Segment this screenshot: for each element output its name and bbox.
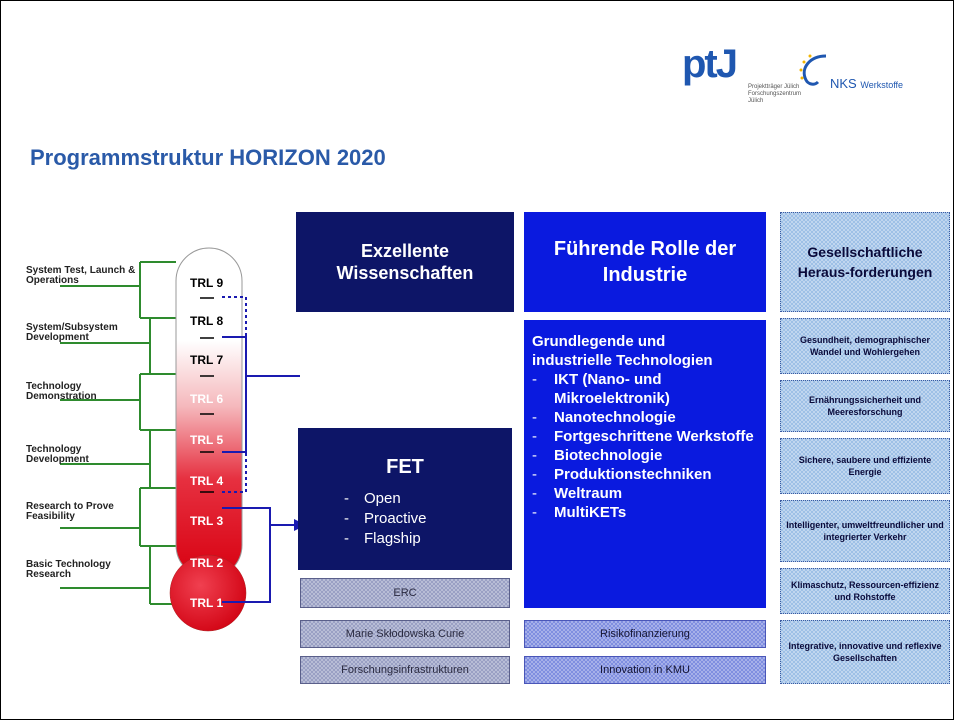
list-item: -IKT (Nano- und Mikroelektronik) — [532, 371, 670, 407]
trl-5-label: TRL 5 — [190, 433, 224, 447]
erc-box: ERC — [300, 578, 510, 608]
risk-finance-box: Risikofinanzierung — [524, 620, 766, 648]
page-title: Programmstruktur HORIZON 2020 — [30, 145, 386, 170]
trl-8-label: TRL 8 — [190, 314, 224, 328]
industry-technologies-box: Grundlegende und industrielle Technologi… — [524, 320, 766, 608]
trl-7-label: TRL 7 — [190, 353, 224, 367]
list-item: -Weltraum — [532, 485, 623, 502]
trl-6-label: TRL 6 — [190, 392, 224, 406]
phase-label: Basic Technology Research — [26, 559, 111, 580]
trl-thermometer-diagram — [60, 247, 300, 632]
list-item: -Proactive — [344, 510, 427, 527]
list-item: -Open — [344, 490, 401, 507]
phase-label: Research to Prove Feasibility — [26, 501, 114, 522]
phase-label: Technology Demonstration — [26, 381, 97, 402]
trl-4-label: TRL 4 — [190, 474, 224, 488]
list-item: -Biotechnologie — [532, 447, 663, 464]
msc-box: Marie Skłodowska Curie — [300, 620, 510, 648]
pillar-excellence: Exzellente Wissenschaften — [296, 212, 514, 312]
list-item: -Produktionstechniken — [532, 466, 712, 483]
industry-heading: Grundlegende und industrielle Technologi… — [532, 333, 713, 369]
ptj-logo: ptJ — [682, 42, 738, 86]
society-challenge: Intelligenter, umweltfreundlicher und in… — [780, 500, 950, 562]
list-item: -Flagship — [344, 530, 421, 547]
pillar-industry: Führende Rolle der Industrie — [524, 212, 766, 312]
society-challenge: Gesundheit, demographischer Wandel und W… — [780, 318, 950, 374]
industry-tech-list: Grundlegende und industrielle Technologi… — [532, 332, 762, 522]
list-item: -Fortgeschrittene Werkstoffe — [532, 428, 754, 445]
infrastructure-box: Forschungsinfrastrukturen — [300, 656, 510, 684]
trl-2-label: TRL 2 — [190, 556, 224, 570]
phase-bracket-lines — [60, 261, 176, 605]
nks-swirl-icon — [799, 54, 827, 86]
sme-innovation-box: Innovation in KMU — [524, 656, 766, 684]
nks-logo-text: NKS Werkstoffe — [830, 76, 904, 91]
fet-list: -Open -Proactive -Flagship — [344, 489, 512, 549]
fet-box: FET -Open -Proactive -Flagship — [298, 428, 512, 570]
trl1-3-bracket — [222, 507, 271, 603]
pillar-society: Gesellschaftliche Heraus-forderungen — [780, 212, 950, 312]
phase-label: Technology Development — [26, 444, 89, 465]
society-challenge: Ernährungssicherheit und Meeresforschung — [780, 380, 950, 432]
society-challenge: Integrative, innovative und reflexive Ge… — [780, 620, 950, 684]
list-item: -MultiKETs — [532, 504, 627, 521]
fet-title: FET — [386, 456, 424, 478]
trl-3-label: TRL 3 — [190, 514, 224, 528]
list-item: -Nanotechnologie — [532, 409, 676, 426]
ptj-logo-subtitle: Projektträger Jülich Forschungszentrum J… — [748, 84, 802, 104]
trl-1-label: TRL 1 — [190, 596, 224, 610]
trl5-8-bracket — [222, 336, 247, 453]
phase-label: System/Subsystem Development — [26, 322, 118, 343]
society-challenge: Sichere, saubere und effiziente Energie — [780, 438, 950, 494]
phase-label: System Test, Launch & Operations — [26, 265, 136, 286]
society-challenge: Klimaschutz, Ressourcen-effizienz und Ro… — [780, 568, 950, 614]
trl-9-label: TRL 9 — [190, 276, 224, 290]
